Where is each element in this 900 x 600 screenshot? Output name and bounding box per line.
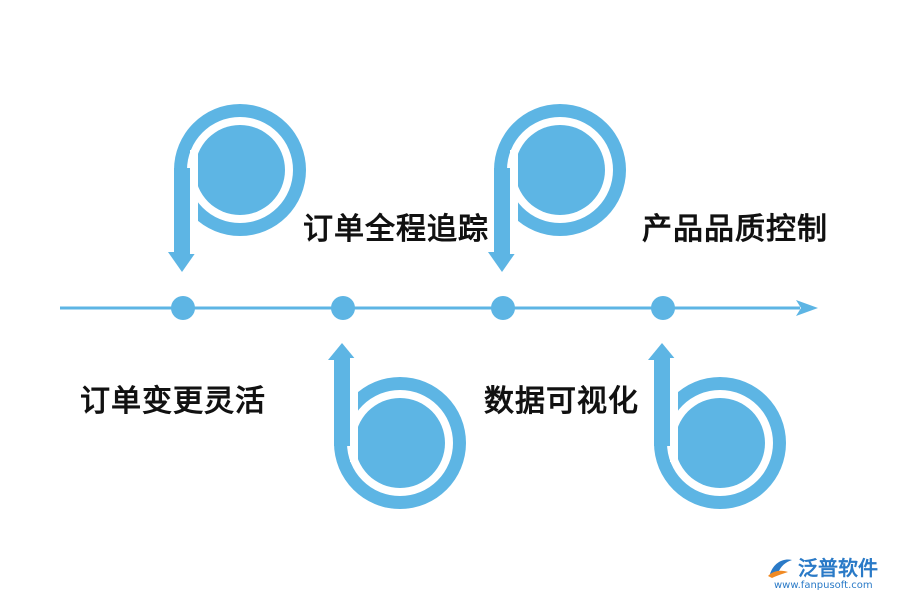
stage-label-quality-control: 产品品质控制 <box>642 212 828 247</box>
timeline-dot <box>171 296 195 320</box>
stage-label-data-visualization: 数据可视化 <box>484 384 639 419</box>
timeline-dot <box>331 296 355 320</box>
logo-mark-icon <box>768 559 792 578</box>
logo-url: www.fanpusoft.com <box>774 580 873 591</box>
b-shape-icon <box>328 343 466 509</box>
p-shape-icon <box>168 104 306 272</box>
stage-label-order-change: 订单变更灵活 <box>80 384 266 419</box>
stage-label-order-tracking: 订单全程追踪 <box>303 212 489 247</box>
b-shape-icon <box>648 343 786 509</box>
timeline-arrowhead <box>796 300 818 316</box>
logo-name: 泛普软件 <box>798 556 878 580</box>
timeline-dot <box>651 296 675 320</box>
brand-logo: 泛普软件 www.fanpusoft.com <box>766 552 896 596</box>
timeline-dot <box>491 296 515 320</box>
p-shape-icon <box>488 104 626 272</box>
